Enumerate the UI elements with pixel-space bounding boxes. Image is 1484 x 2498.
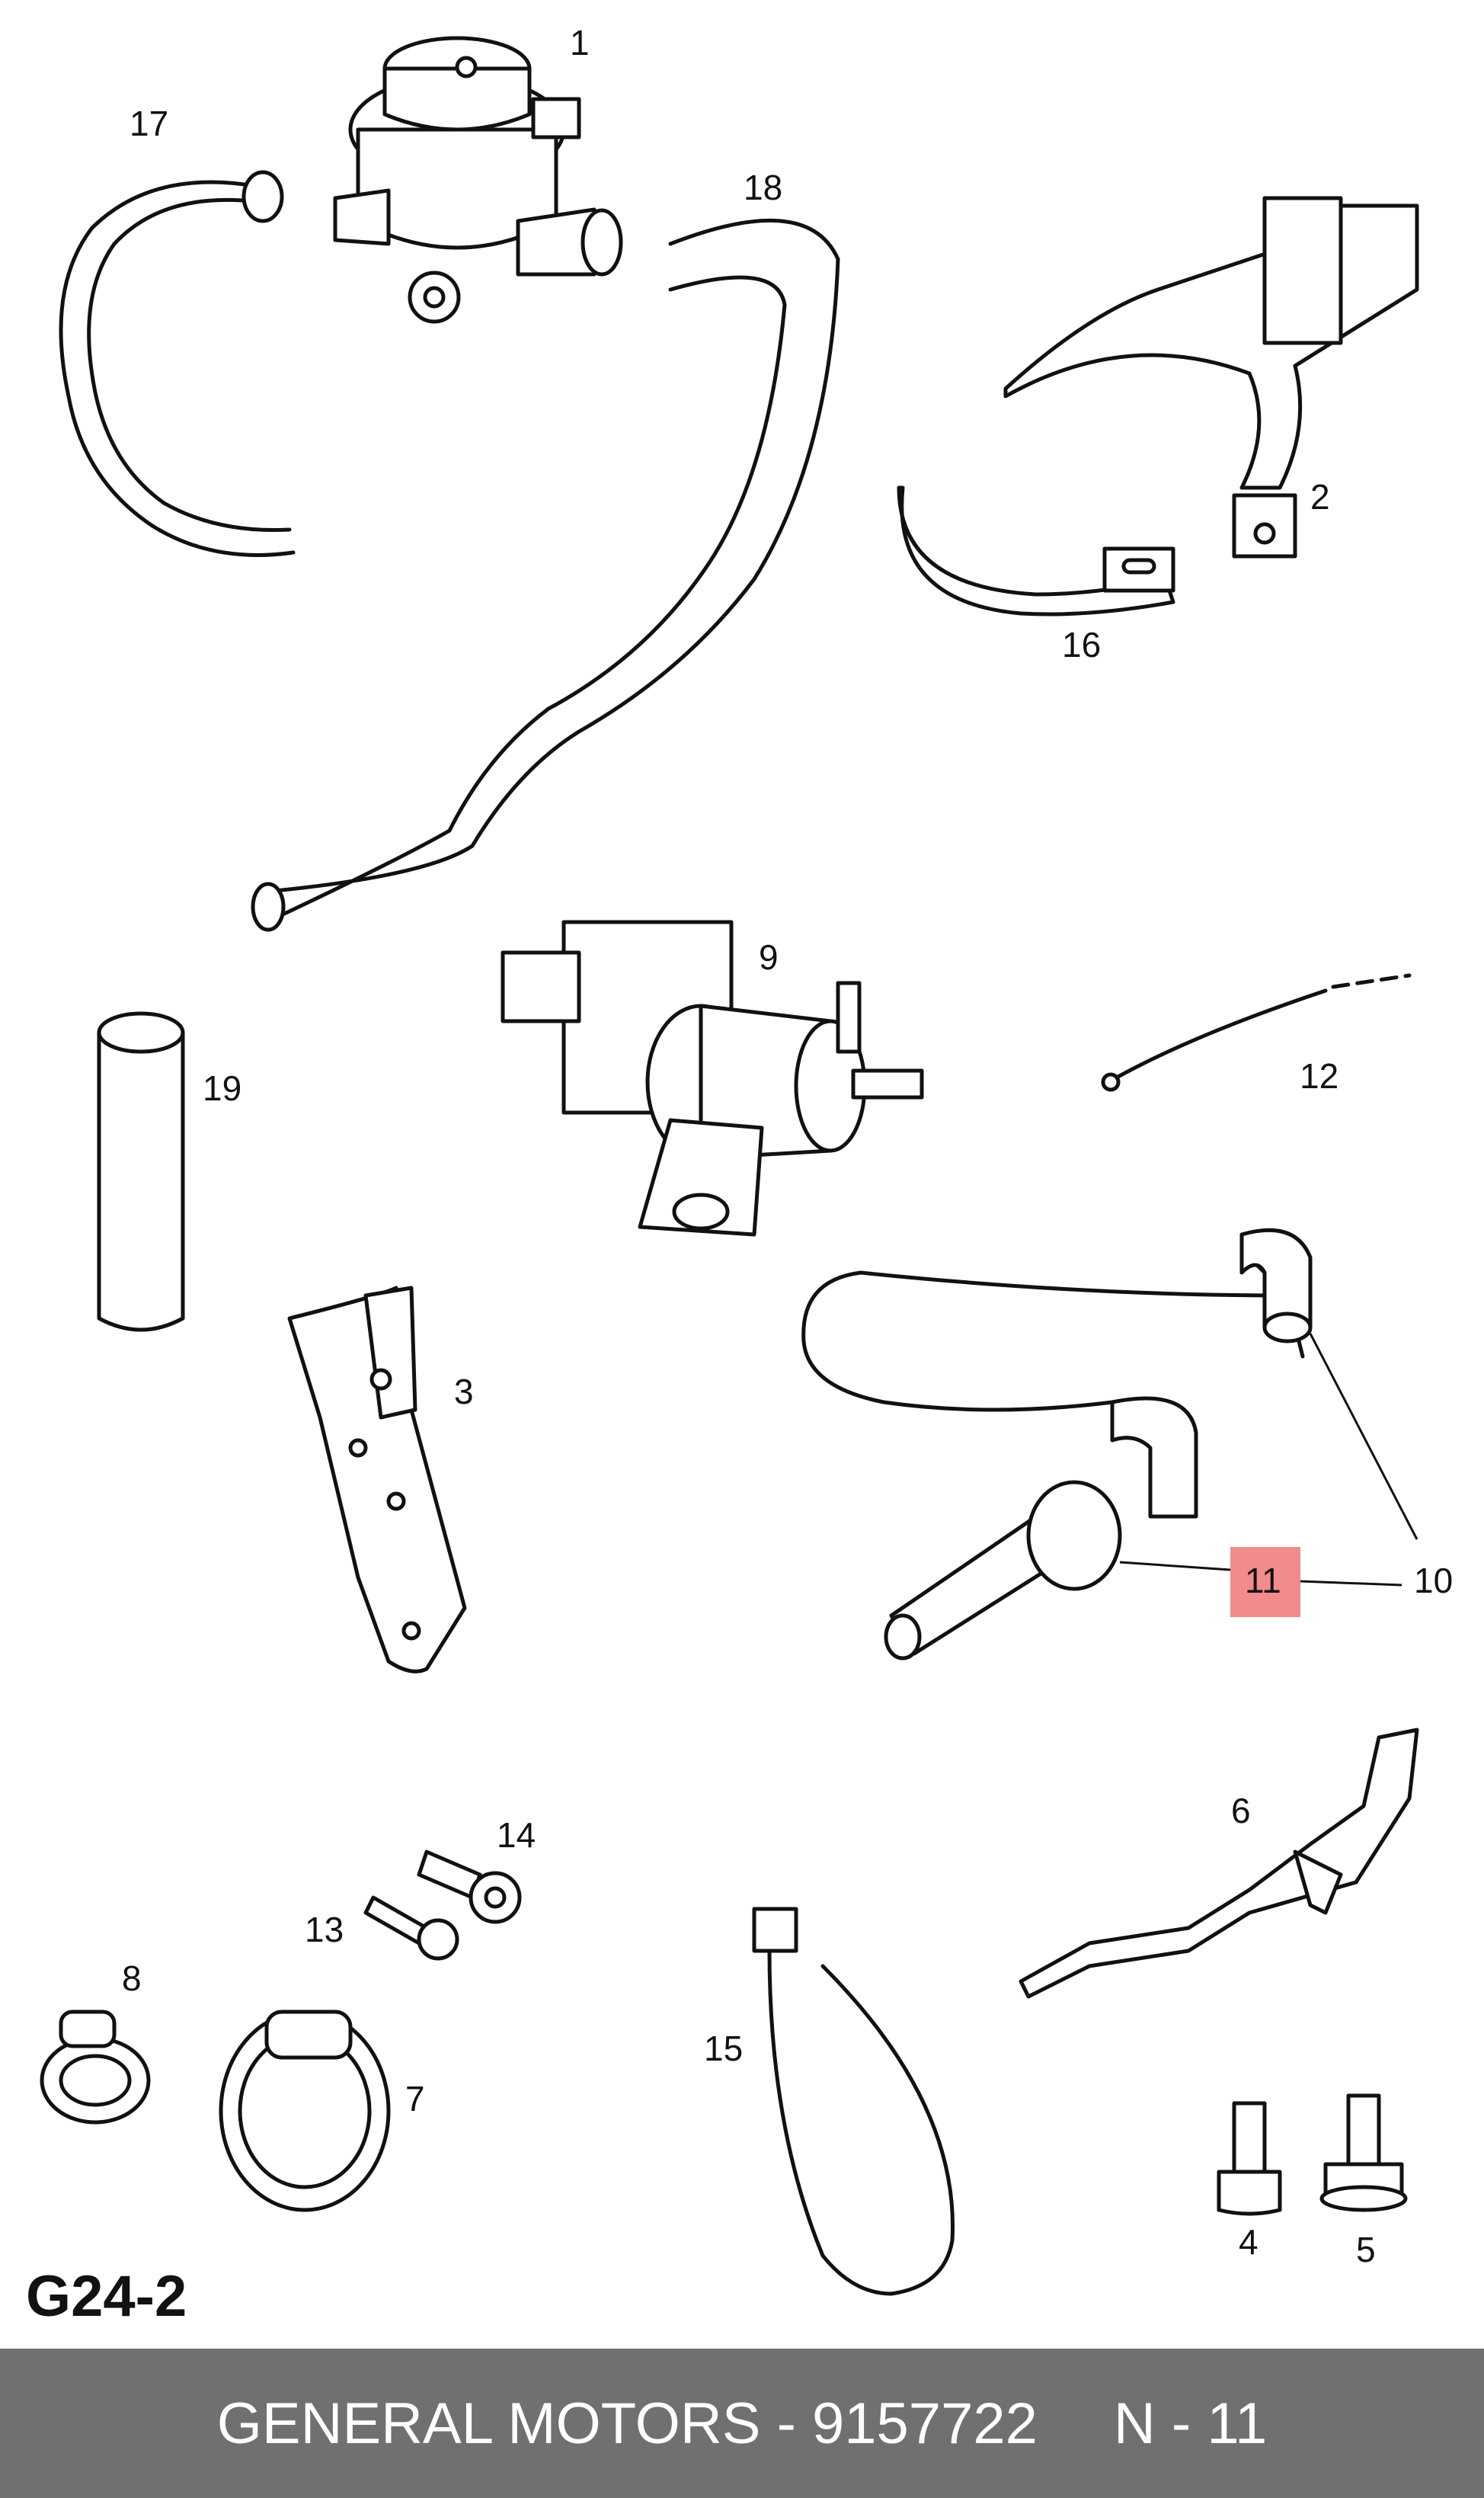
callout-3: 3 [454, 1372, 474, 1411]
callout-10: 10 [1414, 1561, 1453, 1600]
callout-1: 1 [570, 23, 590, 62]
callout-5: 5 [1356, 2230, 1376, 2269]
part-13-screw [363, 1895, 459, 1961]
callout-2: 2 [1310, 477, 1330, 517]
footer-reference: N - 11 [1113, 2391, 1268, 2456]
callout-6: 6 [1231, 1791, 1251, 1830]
part-2-bracket [1003, 196, 1419, 559]
part-3-bracket-plate [287, 1286, 467, 1673]
callout-7: 7 [405, 2079, 425, 2118]
callout-17: 17 [130, 104, 168, 143]
callout-8: 8 [122, 1958, 142, 1998]
part-9-solenoid [501, 920, 924, 1237]
callout-4: 4 [1239, 2222, 1259, 2262]
callout-19: 19 [203, 1068, 241, 1108]
footer-bar: GENERAL MOTORS - 9157722 N - 11 [0, 2349, 1484, 2498]
part-15-cable-tie [752, 1907, 955, 2296]
callout-12: 12 [1300, 1056, 1338, 1096]
callout-11-highlight [1230, 1547, 1300, 1617]
part-6-clip [1019, 1728, 1419, 1999]
callout-11: 11 [1245, 1561, 1281, 1600]
part-12-thin-hose [1101, 973, 1412, 1092]
part-10-11-hose-assembly [801, 1228, 1418, 1661]
callout-15: 15 [704, 2029, 743, 2068]
footer-brand-part-number: GENERAL MOTORS - 9157722 [216, 2391, 1038, 2456]
part-7-clamp [219, 2010, 391, 2212]
part-5-bolt [1319, 2093, 1408, 2212]
part-17-hose [59, 170, 296, 557]
callout-14: 14 [497, 1815, 536, 1855]
part-4-bolt [1217, 2101, 1282, 2216]
part-8-clamp [40, 2010, 151, 2125]
part-18-hose [251, 218, 840, 932]
part-1-valve [333, 36, 623, 324]
callout-9: 9 [759, 937, 779, 977]
callout-16: 16 [1062, 625, 1101, 665]
diagram-code: G24-2 [26, 2264, 187, 2329]
footer-text: GENERAL MOTORS - 9157722 N - 11 [217, 2391, 1267, 2457]
part-19-hose [97, 1011, 185, 1332]
callout-18: 18 [744, 168, 782, 207]
part-16-strap [897, 485, 1175, 616]
callout-13: 13 [305, 1910, 344, 1949]
part-14-screw [417, 1849, 522, 1924]
